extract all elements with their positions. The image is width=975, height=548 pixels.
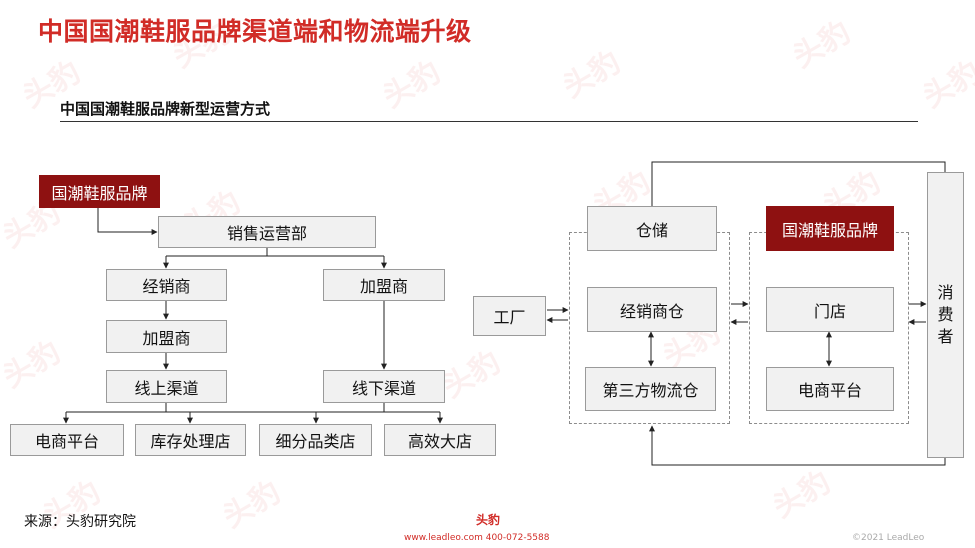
footer-copyright: ©2021 LeadLeo xyxy=(852,533,925,543)
outlet-flagship-box: 高效大店 xyxy=(384,424,496,456)
ecommerce-platform-box: 电商平台 xyxy=(766,367,894,411)
consumer-char: 者 xyxy=(937,327,954,346)
source-note: 来源：头豹研究院 xyxy=(24,514,136,530)
offline-channel-box: 线下渠道 xyxy=(323,370,445,403)
consumer-box: 消 费 者 xyxy=(927,172,964,458)
franchisee-box-right: 加盟商 xyxy=(323,269,445,301)
leadleo-logo: 头豹 xyxy=(475,513,500,527)
outlet-category-box: 细分品类店 xyxy=(259,424,372,456)
page-title: 中国国潮鞋服品牌渠道端和物流端升级 xyxy=(38,17,472,46)
outlet-ecommerce-box: 电商平台 xyxy=(10,424,124,456)
consumer-char: 消 xyxy=(937,283,954,302)
subtitle-divider xyxy=(60,121,918,122)
store-box: 门店 xyxy=(766,287,894,332)
distributor-box: 经销商 xyxy=(106,269,227,301)
brand-box-left: 国潮鞋服品牌 xyxy=(39,175,160,208)
online-channel-box: 线上渠道 xyxy=(106,370,227,403)
factory-box: 工厂 xyxy=(473,296,546,336)
third-party-warehouse-box: 第三方物流仓 xyxy=(585,367,716,411)
distributor-warehouse-box: 经销商仓 xyxy=(587,287,717,332)
outlet-inventory-box: 库存处理店 xyxy=(135,424,246,456)
footer-contact: www.leadleo.com 400-072-5588 xyxy=(404,533,550,543)
franchisee-box-left: 加盟商 xyxy=(106,320,227,353)
section-subtitle: 中国国潮鞋服品牌新型运营方式 xyxy=(60,100,271,118)
warehousing-box: 仓储 xyxy=(587,206,717,251)
sales-operations-box: 销售运营部 xyxy=(158,216,376,248)
consumer-char: 费 xyxy=(937,305,954,324)
brand-box-right: 国潮鞋服品牌 xyxy=(766,206,894,251)
